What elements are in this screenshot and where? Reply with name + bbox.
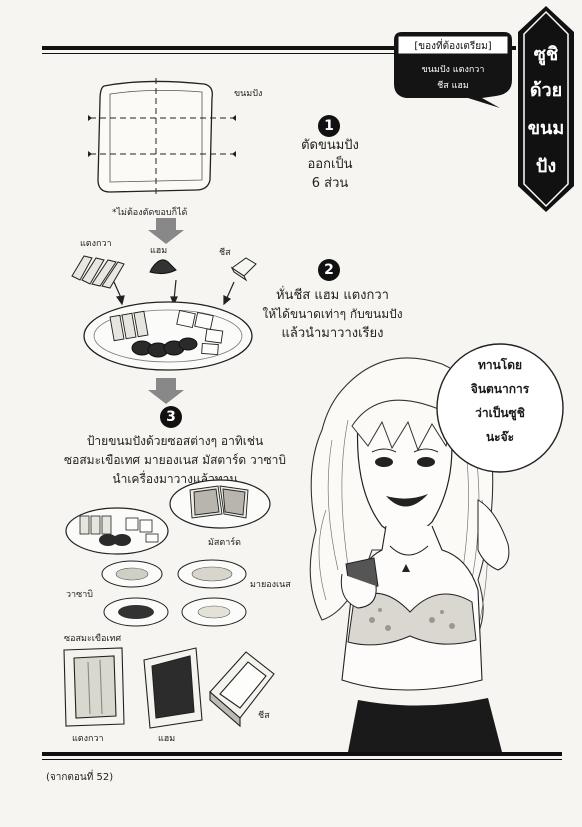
speech-line-4: นะจ๊ะ <box>485 430 515 444</box>
title-line-3: ขนม <box>527 118 565 139</box>
step3-line1: ป้ายขนมปังด้วยซอสต่างๆ อาทิเช่น <box>86 434 264 448</box>
title-line-4: ปัง <box>535 156 557 177</box>
top-rule-thin <box>42 53 394 54</box>
arrow-down-icon-2 <box>148 378 184 404</box>
ingredient-pieces-illustration <box>71 255 257 289</box>
sauce-plates-illustration <box>101 559 247 627</box>
step1-note: *ไม่ต้องตัดขอบก็ได้ <box>112 208 188 218</box>
label-mustard: มัสตาร์ด <box>208 538 242 548</box>
step2-line1: หั่นชีส แฮม แตงกวา <box>275 288 389 303</box>
label-cucumber: แตงกวา <box>80 239 112 249</box>
label-finished-cucumber: แตงกวา <box>72 734 104 744</box>
label-wasabi: วาซาบิ <box>66 590 93 600</box>
step2-line2: ให้ได้ขนาดเท่าๆ กับขนมปัง <box>262 307 403 321</box>
ingredients-title: [ของที่ต้องเตรียม] <box>414 41 492 52</box>
label-ham: แฮม <box>150 246 168 256</box>
label-ketchup: ซอสมะเขือเทศ <box>64 634 122 644</box>
label-finished-cheese: ชีส <box>258 711 270 721</box>
step3-number: 3 <box>160 406 182 428</box>
ingredients-line1: ขนมปัง แตงกวา <box>421 65 485 75</box>
step1-line1: ตัดขนมปัง <box>301 138 359 153</box>
speech-line-2: จินตนาการ <box>470 382 530 396</box>
step1-number: 1 <box>318 115 340 137</box>
step3-line2: ซอสมะเขือเทศ มายองเนส มัสตาร์ด วาซาบิ <box>64 453 286 467</box>
label-mayo: มายองเนส <box>250 580 291 590</box>
bread-slice-illustration <box>88 78 236 198</box>
top-rule-thick <box>42 46 394 50</box>
step2-number: 2 <box>318 259 340 281</box>
label-finished-ham: แฮม <box>158 734 176 744</box>
source-note: (จากตอนที่ 52) <box>46 772 114 783</box>
speech-line-1: ทานโดย <box>477 358 523 372</box>
speech-line-3: ว่าเป็นซูชิ <box>475 406 525 420</box>
finished-sandwiches-illustration <box>63 647 275 729</box>
bottom-rule-thick <box>42 752 562 756</box>
bottom-rule-thin <box>42 759 562 760</box>
arrow-down-icon <box>148 218 184 244</box>
label-bread: ขนมปัง <box>234 89 263 99</box>
girl-illustration <box>309 357 510 752</box>
ingredients-plate-illustration <box>65 507 169 555</box>
step2-line3: แล้วนำมาวางเรียง <box>281 326 384 341</box>
step1-line2: ออกเป็น <box>307 157 353 172</box>
title-banner: ซูชิ ด้วย ขนม ปัง <box>518 6 574 212</box>
ingredients-box <box>394 32 512 108</box>
label-cheese: ชีส <box>219 248 231 258</box>
step1-line3: 6 ส่วน <box>311 176 349 191</box>
arrows-to-plate <box>113 279 235 306</box>
speech-bubble <box>436 343 564 473</box>
title-line-2: ด้วย <box>529 80 563 101</box>
ingredients-line2: ชีส แฮม <box>437 81 469 91</box>
title-line-1: ซูชิ <box>533 44 559 65</box>
plate-illustration <box>83 301 253 371</box>
mustard-plate-illustration <box>169 479 271 529</box>
